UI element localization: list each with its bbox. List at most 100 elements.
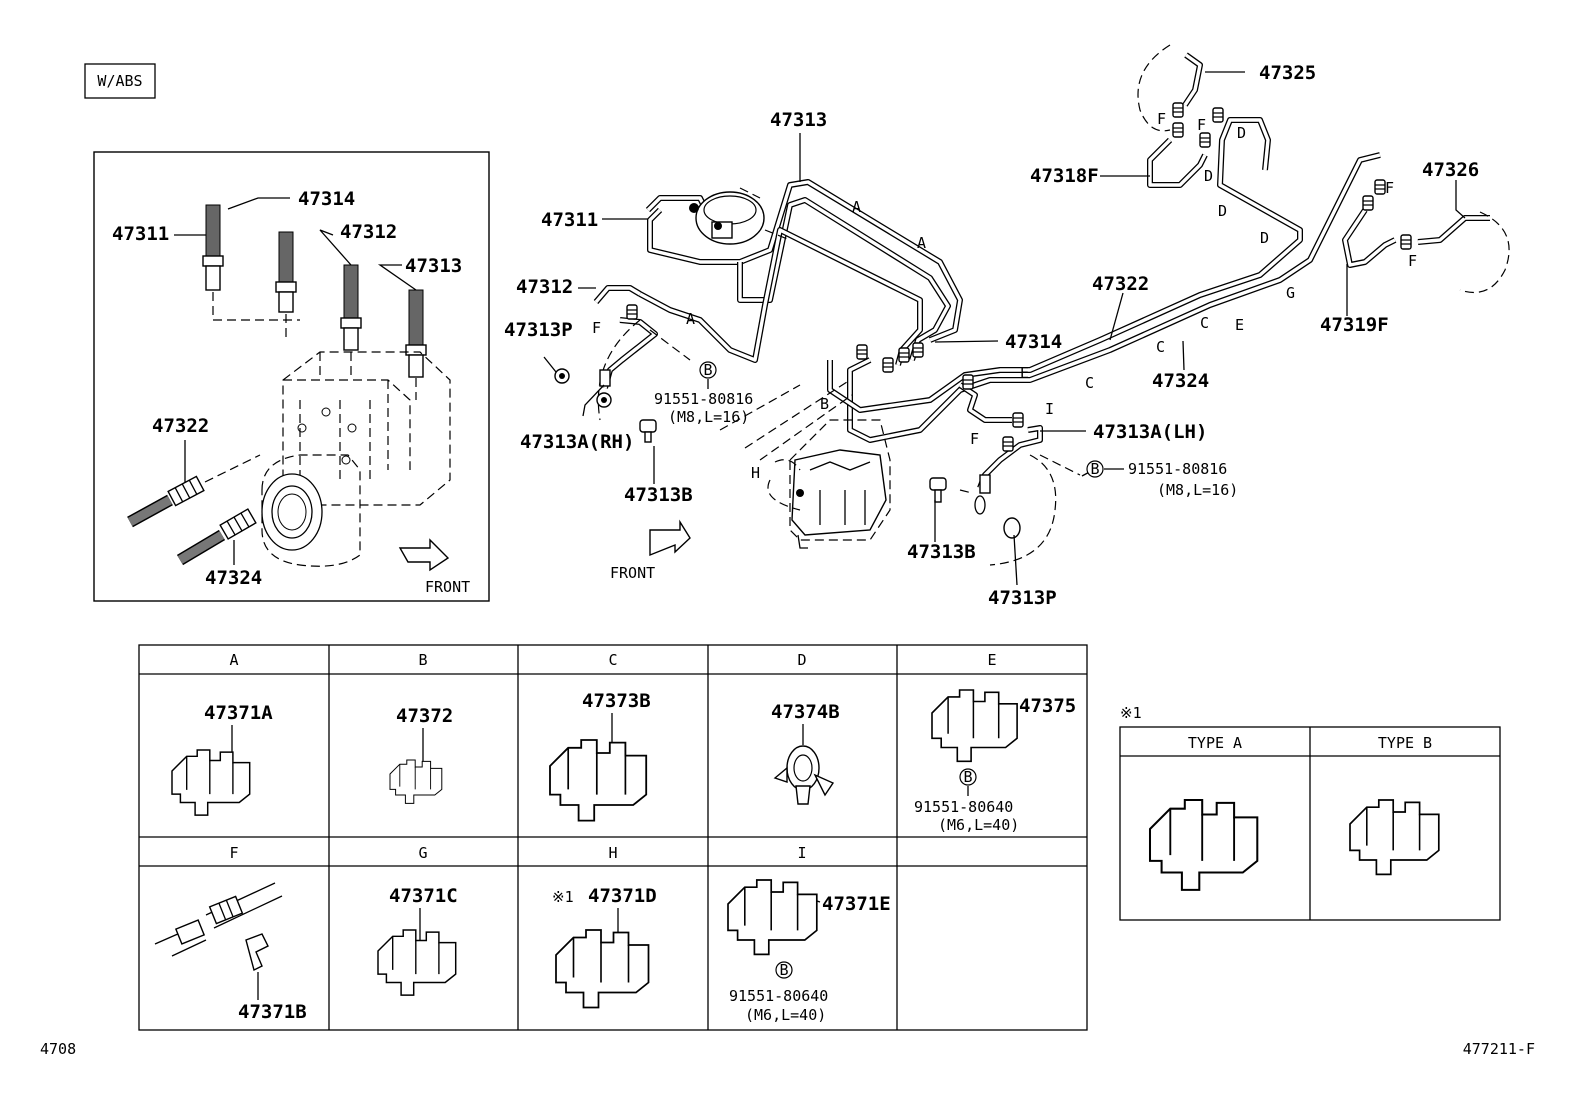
label-47319f: 47319F xyxy=(1320,314,1389,336)
main-front-label: FRONT xyxy=(610,564,655,582)
clamp-c-image xyxy=(549,739,648,822)
right-wheel-hose xyxy=(929,454,1081,566)
inset-actuator xyxy=(261,351,451,567)
label-47311: 47311 xyxy=(541,209,598,231)
variant-label: W/ABS xyxy=(97,72,142,90)
type-b-image xyxy=(1349,799,1440,876)
bolt-right-spec: (M8,L=16) xyxy=(1157,481,1238,499)
clamp-i-image xyxy=(727,879,818,956)
clamp-e-bolt-spec: (M6,L=40) xyxy=(938,816,1019,834)
clamp-b-pn: 47372 xyxy=(396,705,453,727)
clamp-letter-e: E xyxy=(1020,364,1029,382)
footer-right-code: 477211-F xyxy=(1463,1040,1535,1058)
clamp-letter-d: D xyxy=(1218,202,1227,220)
main-front-arrow: FRONT xyxy=(610,519,691,582)
inset-label-47322: 47322 xyxy=(152,415,209,437)
label-47322: 47322 xyxy=(1092,273,1149,295)
clamp-h-pn: 47371D xyxy=(588,885,657,907)
col-header-e: E xyxy=(987,651,996,669)
label-47318f: 47318F xyxy=(1030,165,1099,187)
label-47325: 47325 xyxy=(1259,62,1316,84)
clamp-letter-a: A xyxy=(917,234,926,252)
clamp-letter-d: D xyxy=(1204,167,1213,185)
clamp-h-image xyxy=(555,929,650,1009)
footer-left-code: 4708 xyxy=(40,1040,76,1058)
clamp-letter-f: F xyxy=(1197,116,1206,134)
clamp-letter-d: D xyxy=(1237,124,1246,142)
inset-front-arrow: FRONT xyxy=(398,538,470,596)
clamp-b-image xyxy=(389,759,443,804)
clamp-d-pn: 47374B xyxy=(771,701,840,723)
clamp-e-bolt-marker: B xyxy=(963,768,972,786)
inset-front-label: FRONT xyxy=(425,578,470,596)
clamp-letter-g: G xyxy=(1286,284,1295,302)
type-a-image xyxy=(1148,798,1259,891)
inset-pipes xyxy=(202,204,427,400)
clamp-i-bolt-pn: 91551-80640 xyxy=(729,987,828,1005)
label-47324: 47324 xyxy=(1152,370,1209,392)
type-table: ※1 TYPE A TYPE B xyxy=(1119,704,1501,921)
bolt-marker-right: B xyxy=(1090,460,1099,478)
clamp-letter-d: D xyxy=(1260,229,1269,247)
clamp-e-bolt-pn: 91551-80640 xyxy=(914,798,1013,816)
col-header-d: D xyxy=(797,651,806,669)
inset-lower-pipes xyxy=(127,454,261,566)
clamp-f-image xyxy=(154,882,283,1000)
variant-box: W/ABS xyxy=(84,63,156,99)
clamp-g-image xyxy=(377,929,457,996)
col-header-g: G xyxy=(418,844,427,862)
label-47312: 47312 xyxy=(516,276,573,298)
clamp-a-pn: 47371A xyxy=(204,702,273,724)
col-header-c: C xyxy=(608,651,617,669)
clamp-letter-f: F xyxy=(592,319,601,337)
clamp-letter-f: F xyxy=(1157,110,1166,128)
clamp-letter-i: I xyxy=(1045,400,1054,418)
clamp-table: A B C D E F G H I 47371A 47372 47373B 47… xyxy=(138,644,1088,1031)
clamp-letter-c: C xyxy=(1085,374,1094,392)
col-header-a: A xyxy=(229,651,238,669)
master-cylinder xyxy=(689,187,791,245)
clamp-h-note: ※1 xyxy=(552,888,574,906)
type-table-note: ※1 xyxy=(1120,704,1142,722)
clamp-letter-f: F xyxy=(970,430,979,448)
clamp-g-pn: 47371C xyxy=(389,885,458,907)
label-47313b-left: 47313B xyxy=(624,484,693,506)
type-b-header: TYPE B xyxy=(1378,734,1432,752)
leader-lines xyxy=(543,71,1466,586)
label-47313a-lh: 47313A(LH) xyxy=(1093,421,1207,443)
label-47313b-right: 47313B xyxy=(907,541,976,563)
clamp-letter-a: A xyxy=(686,310,695,328)
clamp-letters: A A A B C C C D D D D E E F F F F F F G … xyxy=(592,110,1417,482)
bolt-callout-right: B 91551-80816 (M8,L=16) xyxy=(1086,460,1238,499)
clamp-letter-b: B xyxy=(820,395,829,413)
type-a-header: TYPE A xyxy=(1188,734,1242,752)
inset-label-47314: 47314 xyxy=(298,188,355,210)
col-header-f: F xyxy=(229,844,238,862)
left-wheel-hose xyxy=(554,319,691,443)
label-47313p-left: 47313P xyxy=(504,319,573,341)
label-47313p-right: 47313P xyxy=(988,587,1057,609)
bolt-left-spec: (M8,L=16) xyxy=(668,408,749,426)
inset-label-47324: 47324 xyxy=(205,567,262,589)
col-header-h: H xyxy=(608,844,617,862)
label-47326: 47326 xyxy=(1422,159,1479,181)
col-header-i: I xyxy=(797,844,806,862)
abs-actuator xyxy=(719,379,891,549)
clamp-letter-f: F xyxy=(1408,252,1417,270)
clamp-e-pn: 47375 xyxy=(1019,695,1076,717)
clamp-f-pn: 47371B xyxy=(238,1001,307,1023)
inset-label-47312: 47312 xyxy=(340,221,397,243)
clamp-c-pn: 47373B xyxy=(582,690,651,712)
clamp-letter-a: A xyxy=(852,198,861,216)
clamp-i-bolt-spec: (M6,L=40) xyxy=(745,1006,826,1024)
clamp-letter-f: F xyxy=(1385,179,1394,197)
col-header-b: B xyxy=(418,651,427,669)
bolt-marker-left: B xyxy=(703,361,712,379)
label-47313a-rh: 47313A(RH) xyxy=(520,431,634,453)
clamp-letter-c: C xyxy=(1156,338,1165,356)
label-47313: 47313 xyxy=(770,109,827,131)
clamp-i-bolt-marker: B xyxy=(779,961,788,979)
inset-label-47311: 47311 xyxy=(112,223,169,245)
clamp-d-image xyxy=(773,745,835,805)
